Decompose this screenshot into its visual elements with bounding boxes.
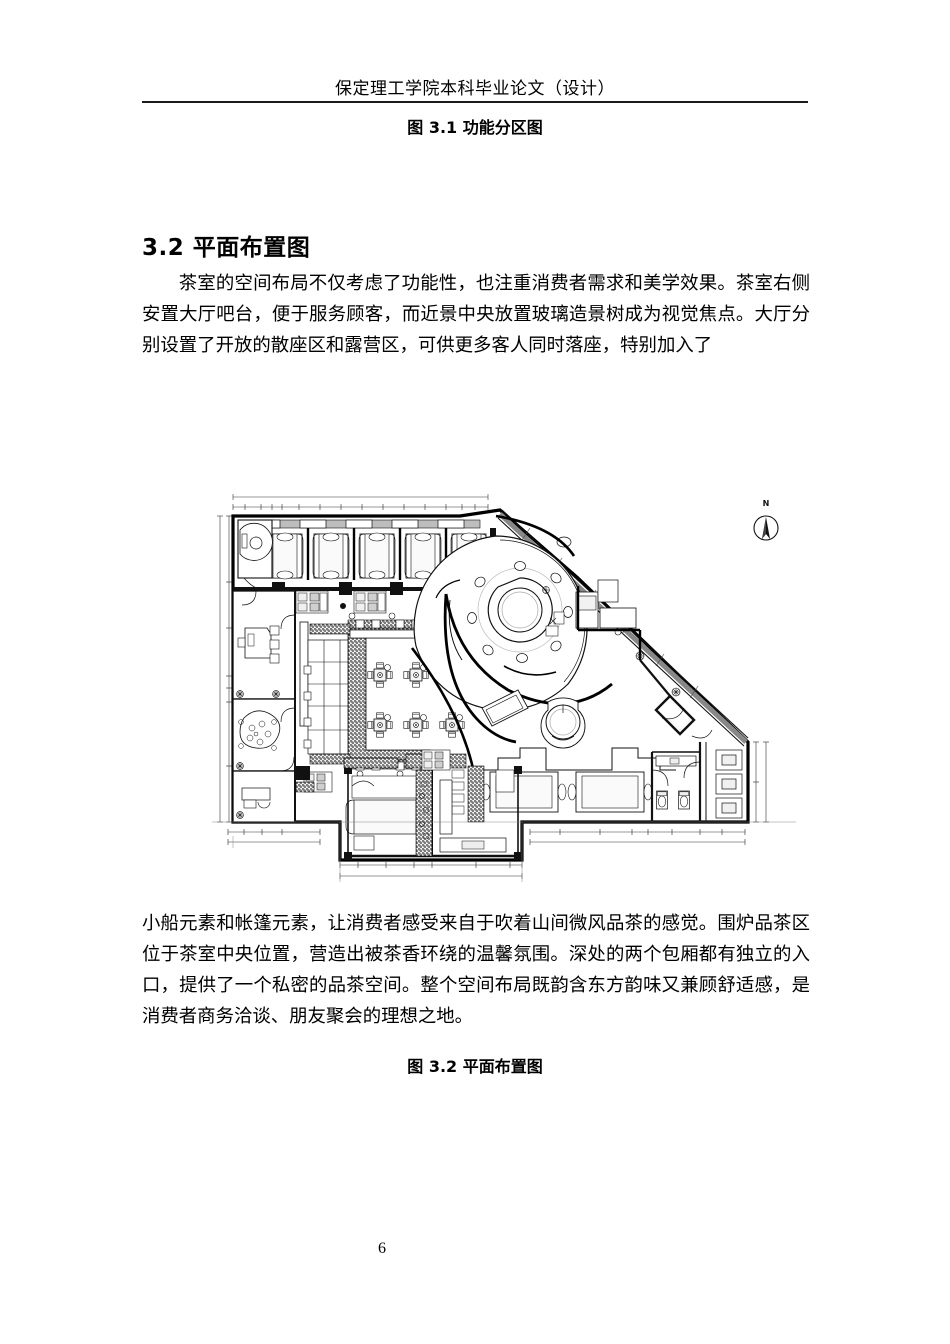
dimension-chain-right xyxy=(753,741,769,823)
paragraph-above-figure: 茶室的空间布局不仅考虑了功能性，也注重消费者需求和美学效果。茶室右侧安置大厅吧台… xyxy=(142,273,810,355)
restroom-zone xyxy=(650,742,743,822)
page-number: 6 xyxy=(378,1240,386,1257)
glass-landscape-tree xyxy=(540,697,586,749)
plant-symbols xyxy=(236,690,280,819)
paragraph-below-figure: 小船元素和帐篷元素，让消费者感受来自于吹着山间微风品茶的感觉。围炉品茶区位于茶室… xyxy=(142,913,810,1026)
dimension-chain-left xyxy=(217,515,232,823)
north-arrow-label: N xyxy=(763,499,770,508)
dimension-chain-top xyxy=(232,494,489,510)
annex-side-tables xyxy=(295,749,451,793)
section-heading-3-2: 3.2 平面布置图 xyxy=(142,235,311,261)
floor-plan-svg: N xyxy=(212,494,796,882)
header-divider-rule xyxy=(142,101,808,104)
entry-vestibule xyxy=(639,659,713,739)
room-northwest xyxy=(237,519,273,591)
figure-caption-3-2: 图 3.2 平面布置图 xyxy=(407,1057,543,1076)
rooms-west xyxy=(232,590,296,823)
camping-zone-seats xyxy=(295,590,387,614)
north-arrow: N xyxy=(753,499,779,541)
washbasins xyxy=(715,749,743,819)
corridor-shelving-west xyxy=(299,621,355,755)
bar-stools xyxy=(467,561,573,663)
dimension-chain-bottom xyxy=(227,829,746,845)
exterior-guide-lines xyxy=(212,821,796,882)
service-area-northeast xyxy=(545,579,642,660)
running-header: 保定理工学院本科毕业论文（设计） xyxy=(335,79,615,98)
circular-bar-counter xyxy=(413,535,588,711)
figure-caption-3-1: 图 3.1 功能分区图 xyxy=(407,118,543,137)
small-plan-details xyxy=(545,611,565,637)
private-room-zone-southeast xyxy=(451,747,676,823)
plant-markers-northeast xyxy=(542,586,681,697)
floor-plan-figure: N xyxy=(200,470,800,890)
annex-rooms-south xyxy=(343,753,522,860)
plant-cluster xyxy=(419,780,430,840)
boat-element-bench xyxy=(481,689,529,727)
